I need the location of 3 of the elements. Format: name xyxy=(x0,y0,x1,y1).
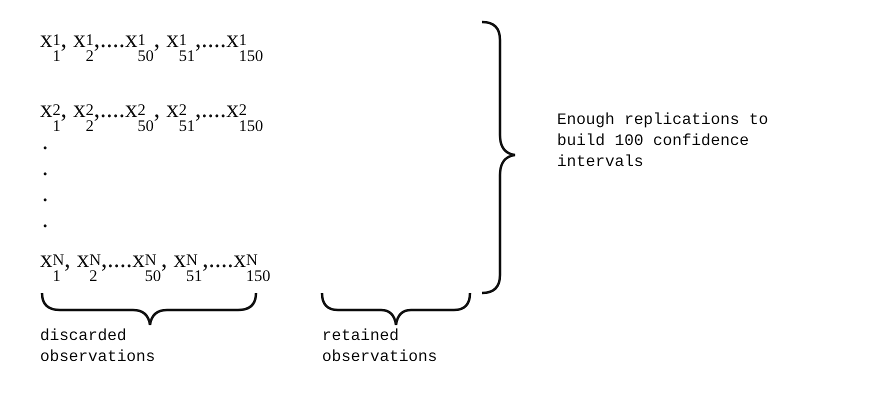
brace-caption: retained observations xyxy=(322,326,438,368)
annotation-text: Enough replications to build 100 confidence intervals xyxy=(557,110,770,173)
brace-caption: discarded observations xyxy=(40,326,156,368)
